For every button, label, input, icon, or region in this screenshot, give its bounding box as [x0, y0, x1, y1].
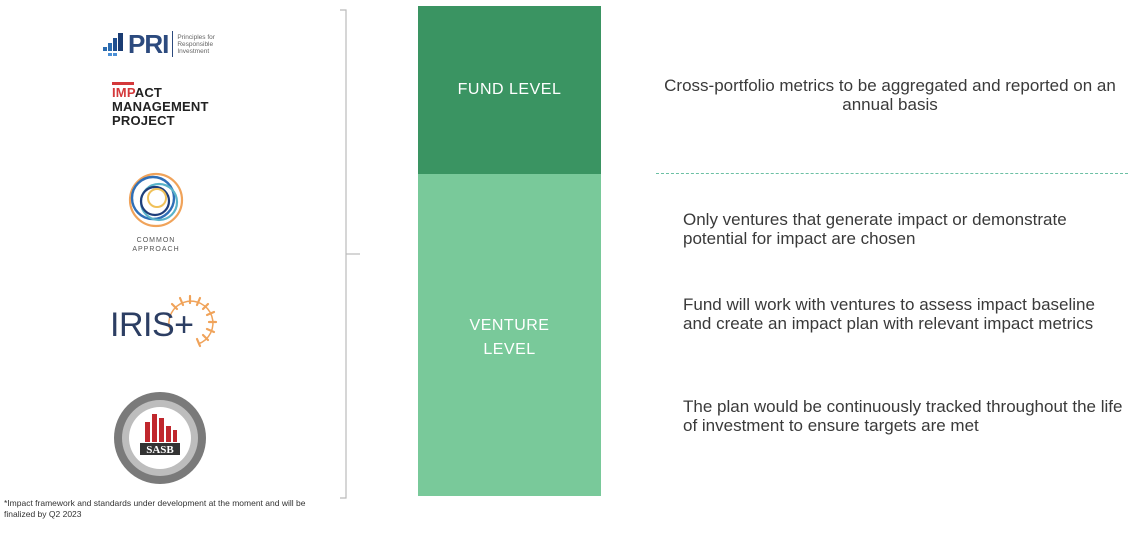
pri-bars-icon: [103, 33, 125, 56]
impact-management-project-logo: IMPACT MANAGEMENT PROJECT: [112, 82, 252, 128]
sasb-wordmark: SASB: [146, 444, 174, 456]
venture-description-1: Only ventures that generate impact or de…: [683, 210, 1067, 248]
sasb-logo: SASB: [112, 390, 208, 486]
imp-line3: PROJECT: [112, 113, 175, 128]
common-approach-rings-icon: [128, 172, 184, 228]
venture-description-2: Fund will work with ventures to assess i…: [683, 295, 1095, 333]
imp-line1: IMPACT: [112, 85, 163, 100]
pri-separator: [172, 31, 174, 57]
venture-level-box: VENTURE LEVEL: [418, 174, 601, 496]
grouping-bracket: [340, 9, 360, 499]
fund-level-label: FUND LEVEL: [457, 81, 562, 98]
venture-level-label: VENTURE LEVEL: [469, 317, 550, 358]
iris-plus-logo: IRIS+: [110, 288, 230, 358]
pri-logo: PRI Principles for Responsible Investmen…: [103, 28, 243, 60]
pri-wordmark: PRI: [128, 28, 169, 59]
common-approach-wordmark: COMMON APPROACH: [132, 237, 180, 253]
sasb-seal-icon: SASB: [114, 392, 206, 484]
level-divider: [656, 173, 1128, 174]
footnote: *Impact framework and standards under de…: [4, 498, 306, 519]
common-approach-logo: COMMON APPROACH: [125, 168, 215, 268]
iris-wordmark: IRIS+: [110, 306, 194, 344]
imp-accent-bar: [112, 82, 134, 85]
pri-subtitle: Principles for Responsible Investment: [177, 33, 215, 55]
fund-level-description: Cross-portfolio metrics to be aggregated…: [664, 76, 1116, 114]
imp-line2: MANAGEMENT: [112, 99, 209, 114]
fund-level-box: FUND LEVEL: [418, 6, 601, 174]
iris-sunburst-icon: [168, 294, 218, 348]
venture-description-3: The plan would be continuously tracked t…: [683, 397, 1123, 435]
